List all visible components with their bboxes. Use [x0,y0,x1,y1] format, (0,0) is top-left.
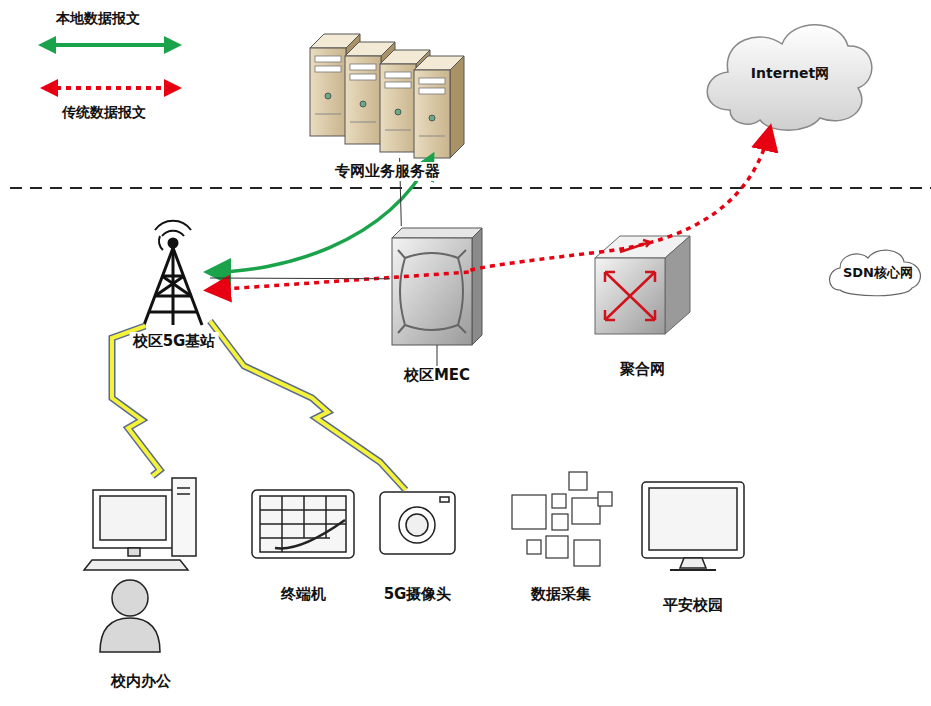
mec-icon [392,228,482,368]
legend-text: 本地数据报文 [56,10,140,28]
legend-text: 传统数据报文 [62,104,146,122]
node-label: 校内办公 [108,672,174,691]
cloud-node: Internet网 [705,18,875,130]
node-label: Internet网 [751,65,829,83]
bolt-fill [210,321,406,490]
cloud-shape [707,25,872,131]
data-collection-node: 数据采集 [508,470,614,568]
server-node: 专网业务服务器 [308,30,466,158]
base-station-node: 校区5G基站 [138,226,210,326]
data-collection-icon [512,472,612,566]
node-label: 5G摄像头 [381,585,455,604]
traditional-data-arrow [210,130,770,290]
monitor-icon [642,482,744,570]
mec-node: 校区MEC [390,226,484,346]
terminal-icon [252,490,354,558]
separator-line [10,187,931,189]
terminal-node: 终端机 [250,488,356,560]
legend-red-arrow [40,79,182,97]
aggregation-node: 聚合网 [592,234,692,336]
office-node: 校内办公 [84,476,198,654]
bolt-outline [210,321,406,490]
router-icon [595,236,690,334]
camera-node: 5G摄像头 [378,490,457,556]
wireless-bolt [210,321,406,490]
legend-green-arrow [38,36,182,54]
node-label: 校区MEC [401,366,473,385]
sdn-cloud-shape [830,250,921,296]
link-line [210,278,390,280]
link-line-path [210,278,390,280]
traditional-data-arrow-path [210,130,770,290]
office-icon [84,478,196,652]
node-label: 平安校园 [660,596,726,615]
node-label: 校区5G基站 [130,332,219,351]
node-label: 聚合网 [617,360,668,379]
node-label: 专网业务服务器 [332,162,443,181]
node-label: SDN核心网 [843,264,913,282]
node-label: 数据采集 [528,585,594,604]
monitor-node: 平安校园 [640,480,746,572]
server-icon [310,34,464,158]
camera-icon [380,492,455,554]
node-label: 终端机 [278,585,329,604]
sdn-node: SDN核心网 [828,250,928,296]
tower-icon [144,221,202,325]
